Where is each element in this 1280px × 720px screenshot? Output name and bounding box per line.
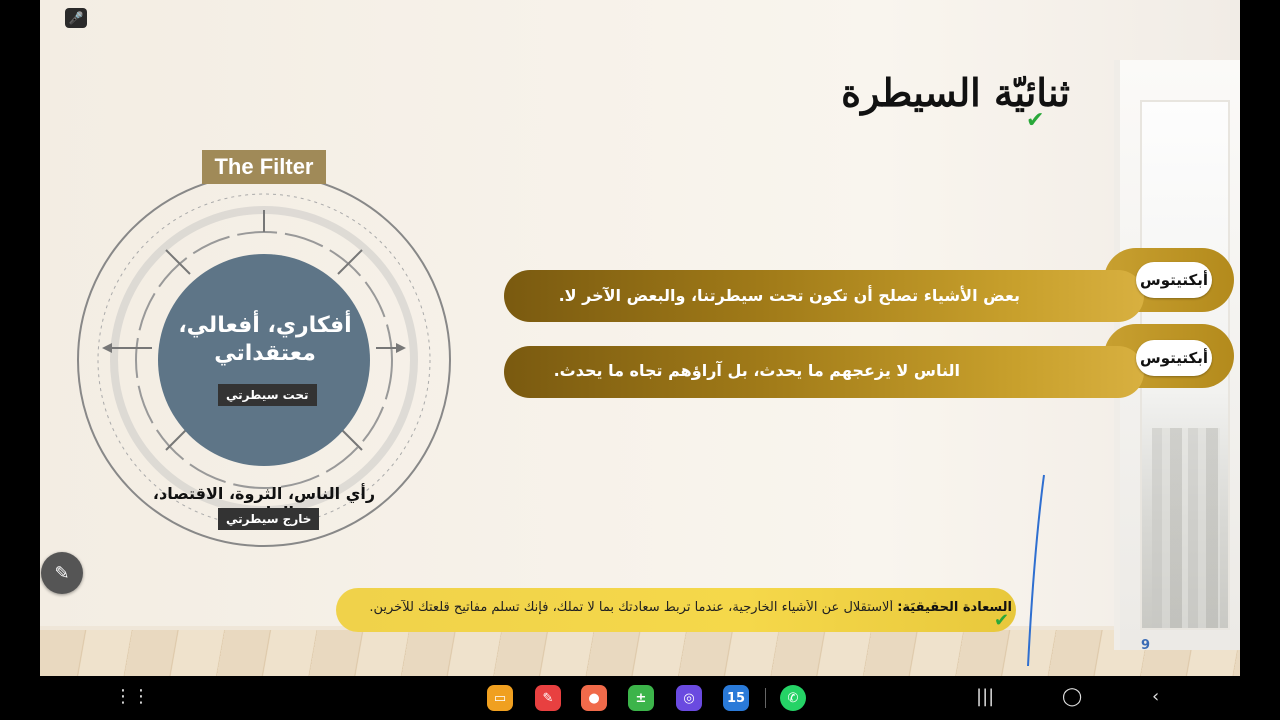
filter-label: The Filter xyxy=(202,150,326,184)
files-icon[interactable]: ▭ xyxy=(487,685,513,711)
control-circle xyxy=(158,254,370,466)
inner-tag: تحت سيطرتي xyxy=(218,384,317,406)
taskbar-divider xyxy=(765,688,766,708)
quote-text-2: الناس لا يزعجهم ما يحدث، بل آراؤهم تجاه … xyxy=(553,361,960,380)
quote-author-2: أبكتيتوس xyxy=(1136,340,1212,376)
slide-title: ثنائيّة السيطرة xyxy=(841,70,1070,115)
banner-label: السعادة الحقيقيَة: xyxy=(897,600,1012,615)
wooden-floor xyxy=(40,630,1240,676)
whatsapp-icon[interactable]: ✆ xyxy=(780,685,806,711)
quote-text-1: بعض الأشياء تصلح أن تكون تحت سيطرتنا، وا… xyxy=(558,286,1020,305)
mic-muted-icon[interactable]: 🎤 xyxy=(65,8,87,28)
happiness-banner xyxy=(336,588,1016,632)
notes-icon[interactable]: ✎ xyxy=(535,685,561,711)
page-number: 9 xyxy=(1141,638,1151,653)
banner-text: السعادة الحقيقيَة: ألاستقلال عن الأشياء … xyxy=(350,600,1012,615)
quote-bar-1 xyxy=(504,270,1144,322)
calendar-date: 15 xyxy=(726,690,746,706)
back-icon[interactable]: ‹ xyxy=(1152,686,1160,707)
pen-stroke xyxy=(1027,474,1045,667)
check-icon: ✔ xyxy=(994,610,1010,631)
calculator-icon[interactable]: ± xyxy=(628,685,654,711)
checkmark-icon: ✔ xyxy=(1026,108,1045,133)
recent-apps-icon[interactable]: ||| xyxy=(976,686,995,707)
home-icon[interactable]: ◯ xyxy=(1062,686,1083,707)
quote-author-1: أبكتيتوس xyxy=(1136,262,1212,298)
quote-bar-2 xyxy=(504,346,1144,398)
banner-body: ألاستقلال عن الأشياء الخارجية، عندما ترب… xyxy=(369,600,894,615)
calendar-icon[interactable]: 15 xyxy=(723,685,749,711)
contacts-icon[interactable]: ● xyxy=(581,685,607,711)
outer-tag: خارج سيطرتي xyxy=(218,508,320,530)
inner-circle-text: أفكاري، أفعالي، معتقداتي xyxy=(178,313,352,366)
browser-icon[interactable]: ◎ xyxy=(676,685,702,711)
apps-grid-icon[interactable]: ⋮⋮ xyxy=(114,686,150,707)
pen-icon[interactable]: ✎ xyxy=(41,552,83,594)
